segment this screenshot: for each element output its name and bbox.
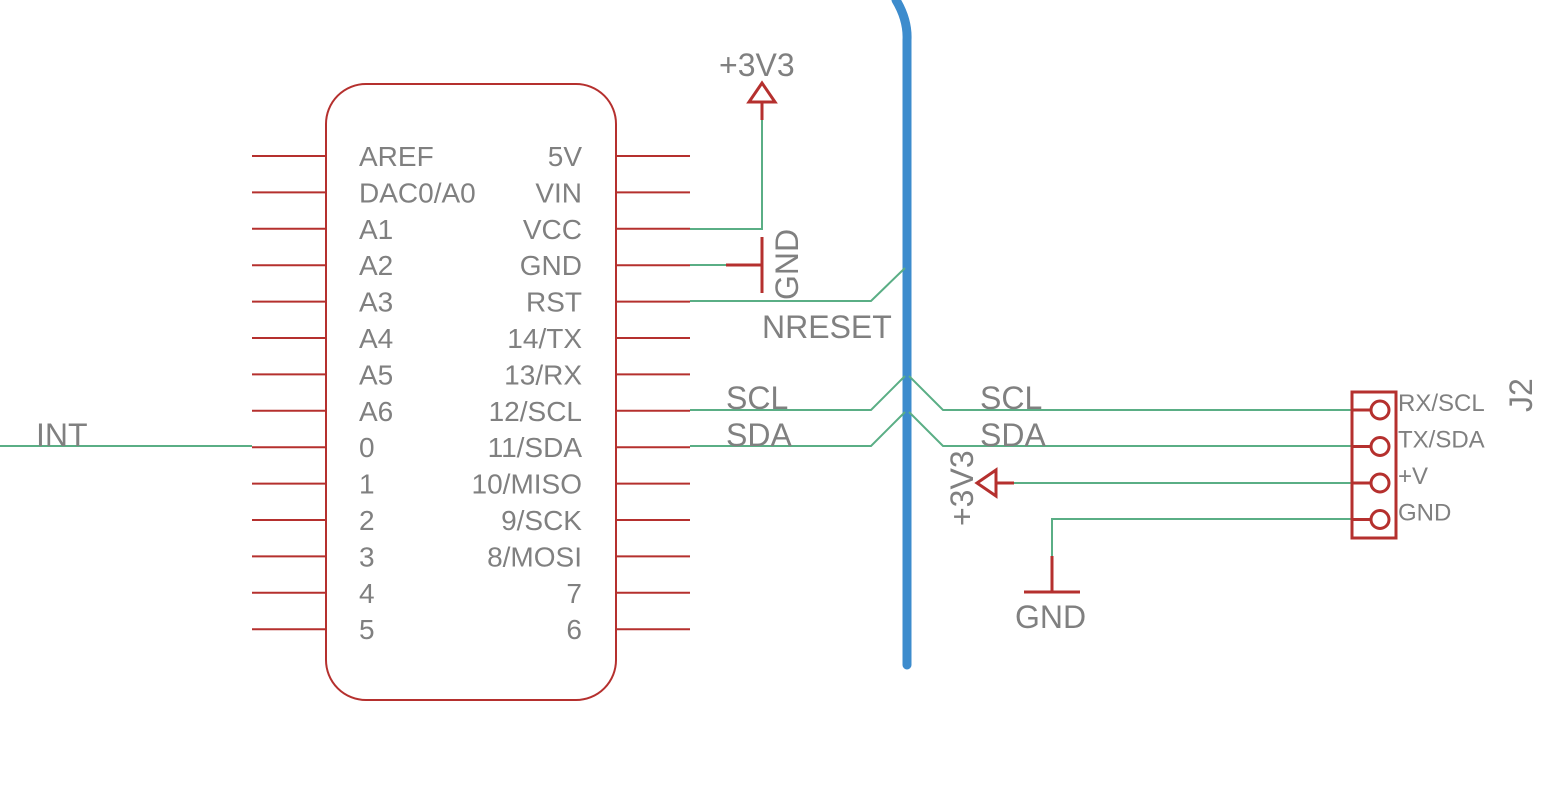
connector-designator: J2 xyxy=(1503,378,1539,412)
bottom-gnd-label: GND xyxy=(1015,599,1086,635)
right-supply-label: +3V3 xyxy=(944,450,980,526)
pin-label-left-1: DAC0/A0 xyxy=(359,177,476,208)
pin-label-left-8: 0 xyxy=(359,432,375,463)
pin-label-right-5: 14/TX xyxy=(507,323,582,354)
pin-label-left-6: A5 xyxy=(359,359,393,390)
pin-label-right-8: 11/SDA xyxy=(488,432,583,463)
sda-label-right: SDA xyxy=(980,417,1046,453)
gnd-rotated-label: GND xyxy=(769,229,805,300)
pin-label-right-13: 6 xyxy=(566,614,582,645)
bus-line xyxy=(891,0,912,670)
pin-label-right-9: 10/MISO xyxy=(472,469,582,500)
sda-label-left: SDA xyxy=(726,417,792,453)
pin-label-left-9: 1 xyxy=(359,469,375,500)
top-supply-label: +3V3 xyxy=(719,47,795,83)
int-label: INT xyxy=(36,417,88,453)
pin-label-left-13: 5 xyxy=(359,614,375,645)
pin-label-left-10: 2 xyxy=(359,505,375,536)
pin-label-left-7: A6 xyxy=(359,396,393,427)
pin-label-left-2: A1 xyxy=(359,214,393,245)
connector-pin-group: RX/SCL TX/SDA +V GND xyxy=(1352,390,1485,530)
connector-body[interactable] xyxy=(1350,390,1398,540)
connector-pin-label: +V xyxy=(1398,463,1428,490)
sda-wire-left xyxy=(690,411,906,447)
pin-label-right-6: 13/RX xyxy=(504,359,582,390)
scl-wire-left xyxy=(690,375,906,411)
scl-label-left: SCL xyxy=(726,380,788,416)
pin-label-left-0: AREF xyxy=(359,141,434,172)
pin-label-left-3: A2 xyxy=(359,250,393,281)
microcontroller-body[interactable] xyxy=(325,83,617,701)
sda-wire-right xyxy=(908,411,1352,447)
pin-label-left-11: 3 xyxy=(359,541,375,572)
scl-label-right: SCL xyxy=(980,380,1042,416)
pin-label-left-12: 4 xyxy=(359,578,375,609)
pin-label-right-2: VCC xyxy=(523,214,582,245)
connector-pin-icon[interactable] xyxy=(1369,399,1391,421)
connector-pin-label: GND xyxy=(1398,500,1451,527)
pin-label-right-3: GND xyxy=(520,250,582,281)
bottom-gnd-wire xyxy=(1051,518,1352,556)
vcc-wire xyxy=(690,120,763,230)
right-supply-arrow-icon xyxy=(974,467,998,499)
pin-label-right-1: VIN xyxy=(535,177,582,208)
scl-wire-right xyxy=(908,375,1352,411)
pin-label-right-11: 8/MOSI xyxy=(487,541,582,572)
connector-pin-label: TX/SDA xyxy=(1398,427,1485,454)
connector-pin-icon[interactable] xyxy=(1369,472,1391,494)
pin-label-right-10: 9/SCK xyxy=(501,505,582,536)
pin-label-left-4: A3 xyxy=(359,287,393,318)
pin-label-right-0: 5V xyxy=(548,141,583,172)
nreset-label: NRESET xyxy=(762,309,892,345)
nreset-wire xyxy=(690,267,906,302)
right-pin-group: 5V VIN VCC GND RST 14/TX 13/RX 12/SCL 11/SDA 10/M… xyxy=(472,141,690,645)
supply-arrow-icon xyxy=(746,80,778,104)
pin-label-right-12: 7 xyxy=(566,578,582,609)
pin-label-left-5: A4 xyxy=(359,323,393,354)
pin-label-right-7: 12/SCL xyxy=(489,396,582,427)
connector-pin-icon[interactable] xyxy=(1369,436,1391,457)
connector-pin-icon[interactable] xyxy=(1369,509,1391,530)
connector-pin-label: RX/SCL xyxy=(1398,390,1485,417)
pin-label-right-4: RST xyxy=(526,287,582,318)
